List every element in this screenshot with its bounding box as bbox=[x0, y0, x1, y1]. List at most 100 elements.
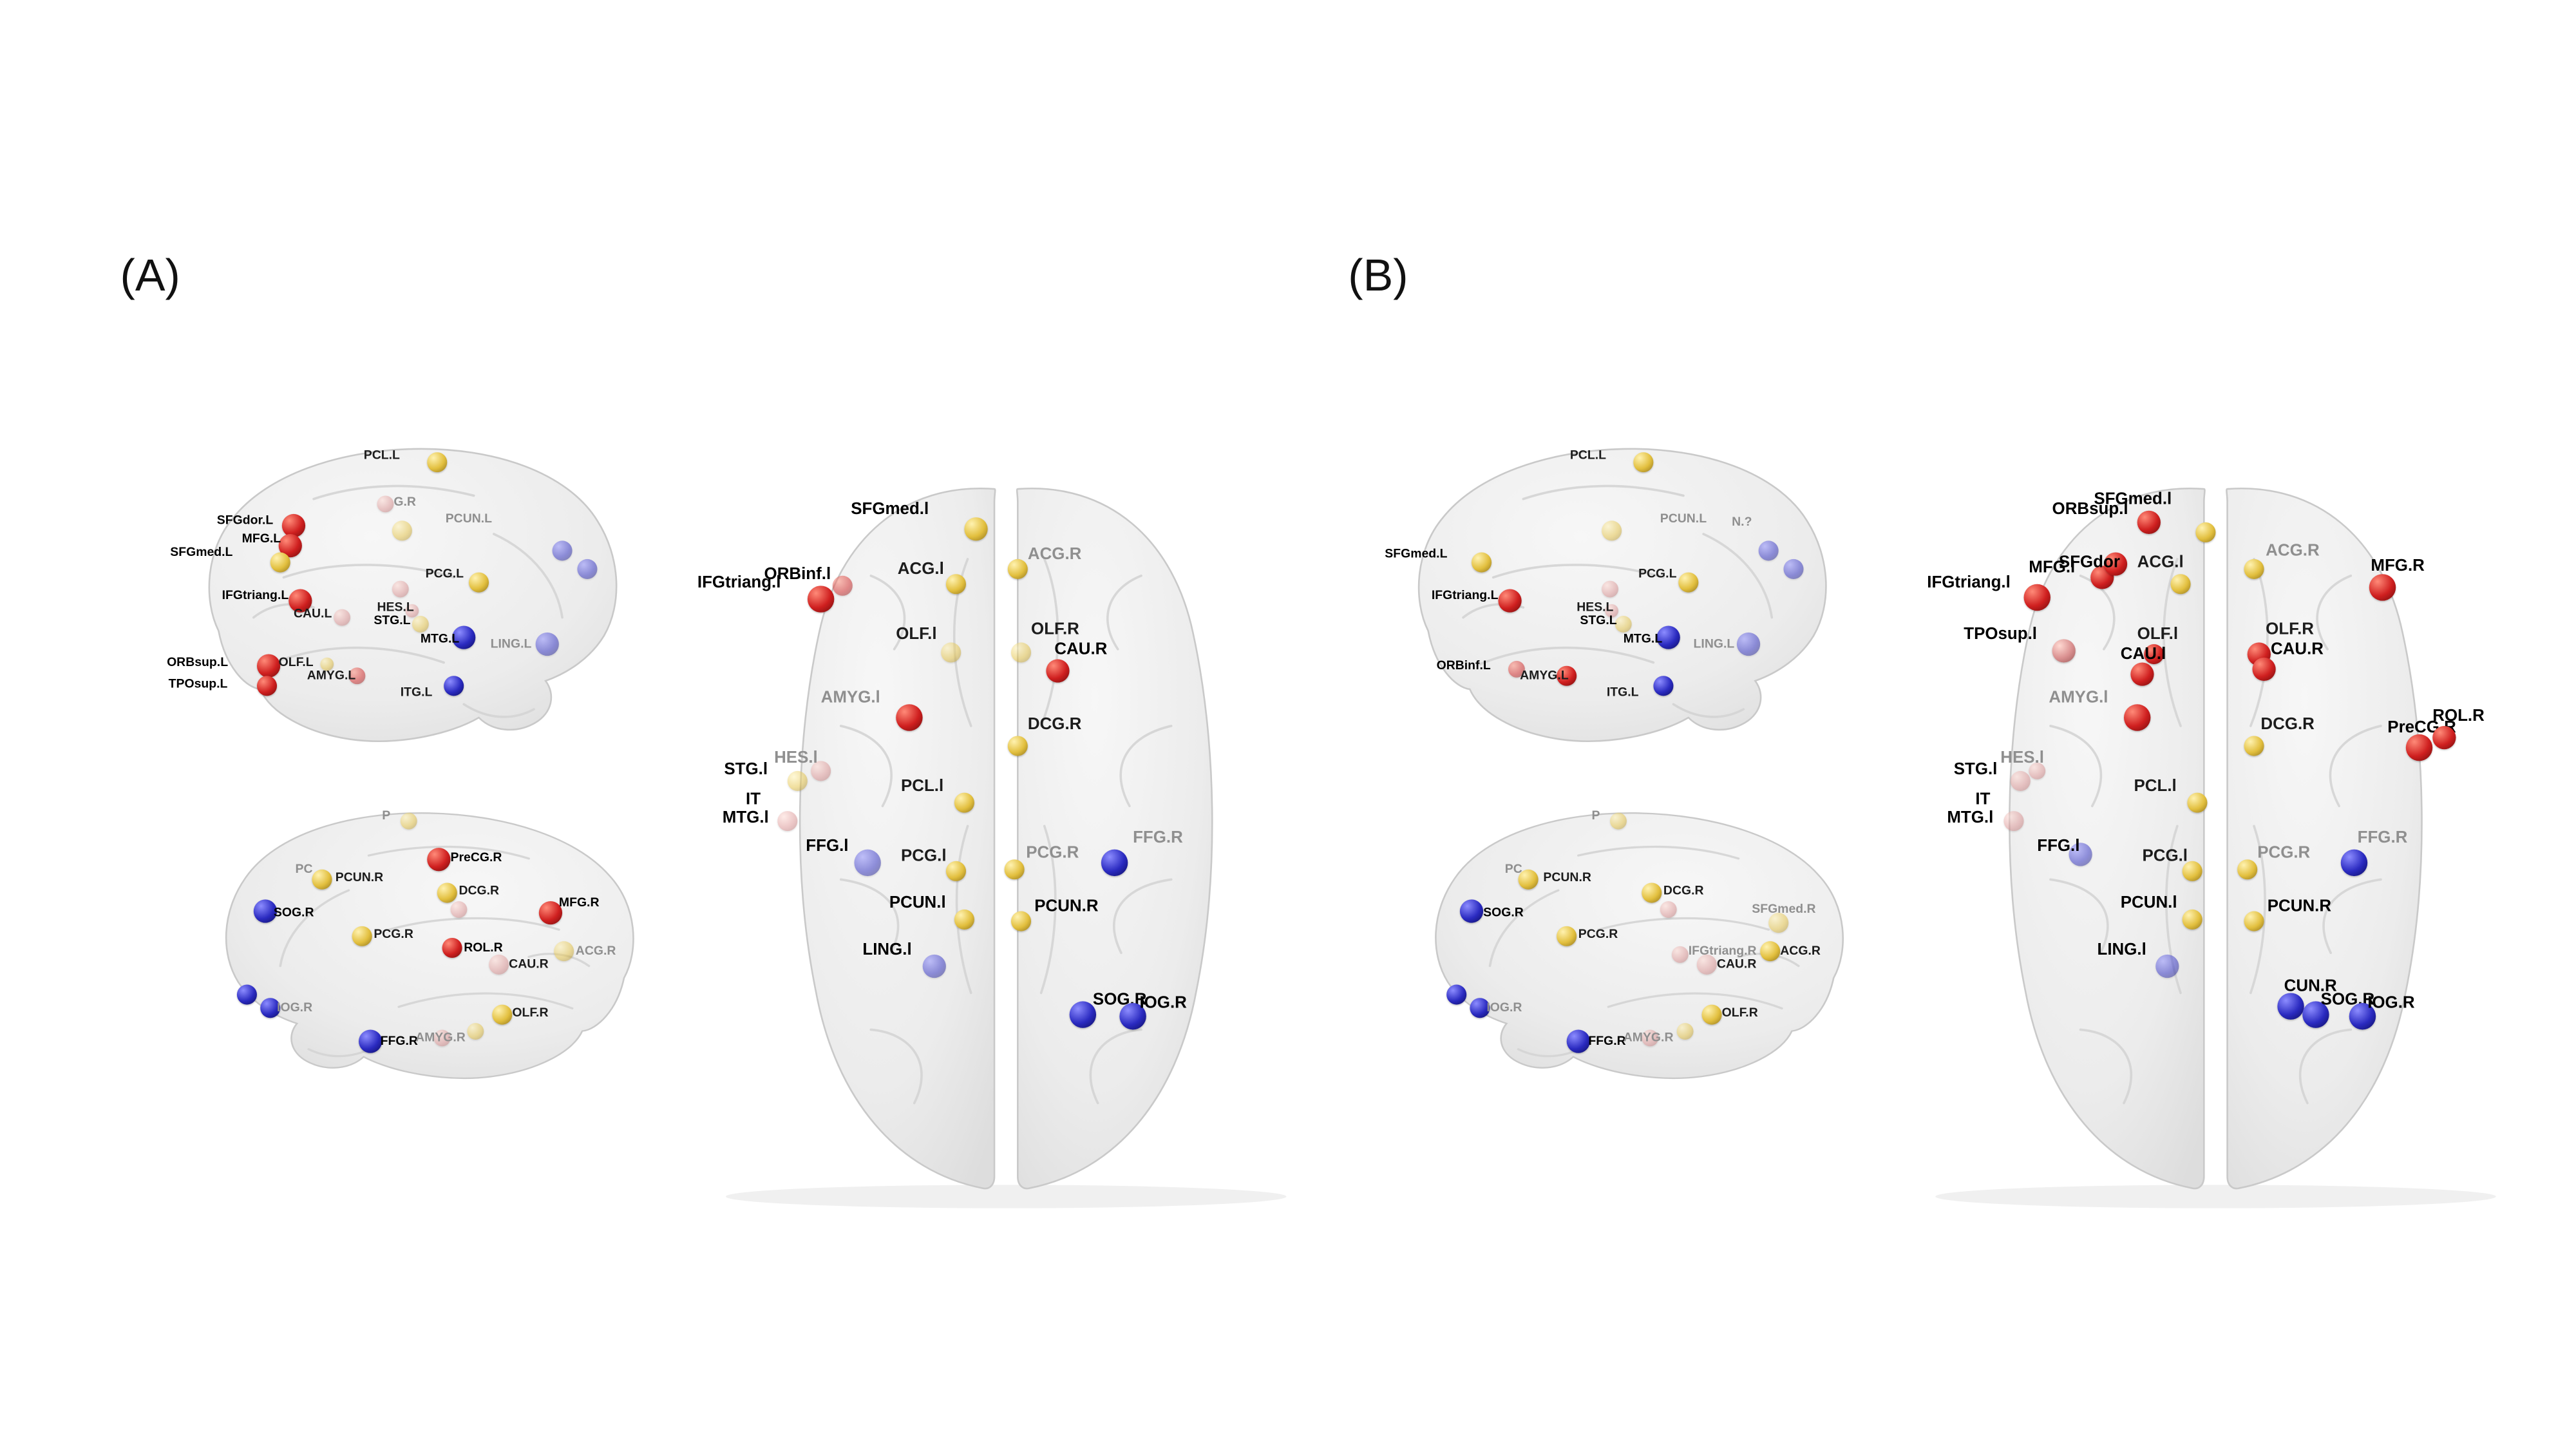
node-ACG.l bbox=[2170, 574, 2191, 595]
region-label-ROL.R: ROL.R bbox=[2432, 707, 2485, 726]
node-PCUN.L bbox=[392, 520, 412, 541]
node-MFG.R bbox=[538, 901, 563, 925]
region-label-PCG.L: PCG.L bbox=[1638, 566, 1677, 581]
node-OLF.l bbox=[941, 642, 961, 663]
node-CAU.R bbox=[1696, 954, 1717, 975]
region-label-SFGmed.L: SFGmed.L bbox=[170, 544, 233, 560]
node-IOG.R bbox=[2349, 1003, 2376, 1030]
node-PCG.R bbox=[1004, 859, 1025, 880]
region-label-SFGdor: SFGdor bbox=[2058, 553, 2120, 573]
region-label-CAU.R: CAU.R bbox=[2270, 640, 2324, 660]
node-MTG.L bbox=[452, 625, 476, 649]
region-label-SFGmed.L: SFGmed.L bbox=[1385, 546, 1448, 561]
region-label-HES.L: HES.L bbox=[1577, 599, 1614, 615]
region-label-SOG.R: SOG.R bbox=[1483, 904, 1524, 920]
node-DCG.R bbox=[1007, 736, 1028, 756]
region-label-ITG.L: ITG.L bbox=[1606, 684, 1639, 700]
node-ORBinf.L bbox=[1508, 660, 1525, 678]
node-PCL.L bbox=[427, 452, 448, 473]
node-PCUN.R bbox=[1010, 911, 1032, 931]
node-P bbox=[1610, 812, 1627, 830]
region-label-ITG.L: ITG.L bbox=[400, 684, 433, 700]
region-label-G.R: G.R bbox=[393, 493, 416, 510]
node-HES.l bbox=[2029, 762, 2046, 779]
node-AMYG.l bbox=[896, 704, 923, 731]
node-LING.l bbox=[2155, 954, 2179, 978]
region-label-ORBinf.L: ORBinf.L bbox=[1436, 657, 1491, 673]
region-label-ACG.R: ACG.R bbox=[575, 942, 616, 959]
region-label-ACG.R: ACG.R bbox=[1027, 546, 1082, 564]
region-label-AMYG.l: AMYG.l bbox=[2049, 689, 2108, 708]
region-label-OLF.R: OLF.R bbox=[1721, 1004, 1758, 1020]
region-label-SFGmed.R: SFGmed.R bbox=[1752, 901, 1816, 917]
node-CUN.R bbox=[2277, 993, 2304, 1020]
panel-a-label: (A) bbox=[120, 250, 180, 301]
node-FFG.R bbox=[1566, 1029, 1590, 1053]
region-label-PCL.L: PCL.L bbox=[363, 447, 400, 463]
node-unlabeled bbox=[1602, 580, 1618, 598]
node-OLF.R bbox=[492, 1004, 513, 1025]
region-label-PCG.L: PCG.L bbox=[425, 566, 464, 581]
region-label-ROL.R: ROL.R bbox=[464, 939, 503, 955]
node-IOG.R bbox=[1119, 1003, 1146, 1030]
node-IFGtriang.l bbox=[807, 586, 835, 613]
node-PCG.L bbox=[468, 572, 489, 593]
region-label-OLF.l: OLF.l bbox=[896, 625, 937, 644]
region-label-OLF.l: OLF.l bbox=[2137, 625, 2179, 644]
region-label-IFGtriang.l: IFGtriang.l bbox=[697, 574, 781, 593]
node-DCG.R bbox=[1642, 882, 1662, 903]
region-label-SFGdor.L: SFGdor.L bbox=[216, 512, 274, 528]
node-FFG.R bbox=[1101, 849, 1128, 877]
region-label-AMYG.L: AMYG.L bbox=[307, 667, 356, 683]
node-AMYG.R bbox=[1642, 1029, 1659, 1047]
region-label-MTG.l: MTG.l bbox=[1947, 809, 1994, 828]
region-label-AMYG.R: AMYG.R bbox=[415, 1029, 466, 1045]
node-LING.L bbox=[535, 632, 559, 656]
region-label-PC: PC bbox=[295, 861, 313, 877]
node-IOG.R bbox=[260, 998, 281, 1018]
region-label-CUN.R: CUN.R bbox=[2284, 978, 2337, 997]
node-PCG.l bbox=[2182, 861, 2202, 881]
region-label-IOG.R: IOG.R bbox=[1486, 999, 1522, 1015]
node-STG.L bbox=[1615, 615, 1632, 633]
region-label-CAU.l: CAU.l bbox=[2120, 645, 2166, 664]
region-label-STG.L: STG.L bbox=[374, 612, 411, 628]
region-label-STG.l: STG.l bbox=[724, 761, 768, 779]
node-ACG.l bbox=[945, 574, 967, 595]
node-IFGtriang.L bbox=[289, 589, 312, 613]
node-CAU.R bbox=[2252, 657, 2276, 682]
node-FFG.l bbox=[2069, 843, 2092, 866]
region-label-ORBsup.L: ORBsup.L bbox=[167, 654, 229, 670]
region-label-FFG.l: FFG.l bbox=[806, 837, 849, 856]
region-label-ORBinf.l: ORBinf.l bbox=[764, 566, 831, 584]
node-PCG.R bbox=[2237, 859, 2258, 880]
region-label-MFG.R: MFG.R bbox=[2371, 557, 2425, 576]
node-STG.l bbox=[2010, 770, 2031, 791]
node-CAU.R bbox=[1046, 659, 1070, 683]
region-label-PCUN.R: PCUN.R bbox=[1034, 897, 1099, 917]
node-SFGmed.l bbox=[2195, 522, 2216, 542]
region-label-SFGmed.l: SFGmed.l bbox=[851, 501, 929, 519]
region-label-AMYG.l: AMYG.l bbox=[820, 689, 880, 708]
node-CAU.L bbox=[334, 609, 351, 626]
node-ORBsup.L bbox=[256, 654, 281, 678]
region-label-PC: PC bbox=[1504, 861, 1522, 877]
node-PCUN.R bbox=[1518, 869, 1539, 890]
node-PCL.l bbox=[2187, 792, 2208, 813]
region-label-DCG.R: DCG.R bbox=[459, 882, 500, 898]
node-HES.L bbox=[1605, 604, 1618, 618]
region-label-PCUN.R: PCUN.R bbox=[335, 869, 384, 885]
node-ORBsup.l bbox=[2137, 510, 2161, 535]
region-label-FFG.R: FFG.R bbox=[2357, 829, 2408, 848]
region-label-MTG.l: MTG.l bbox=[722, 809, 769, 828]
region-label-FFG.R: FFG.R bbox=[1588, 1033, 1626, 1049]
node-P bbox=[400, 812, 417, 830]
node-OLF.L bbox=[320, 657, 334, 671]
node-LING.l bbox=[922, 954, 946, 978]
node-PCG.R bbox=[352, 926, 372, 946]
node-unlabeled bbox=[552, 540, 573, 561]
